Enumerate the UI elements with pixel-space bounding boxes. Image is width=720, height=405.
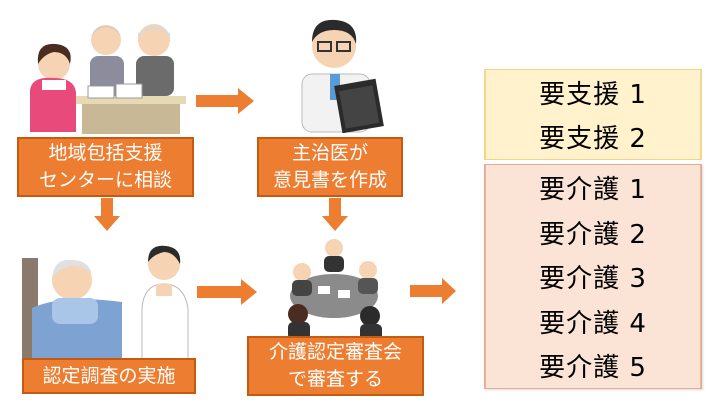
care-level-5: 要介護 5 xyxy=(485,343,701,388)
committee-box: 介護認定審査会 で審査する xyxy=(247,336,424,396)
consult-line2: センターに相談 xyxy=(38,169,172,191)
consult-line1: 地域包括支援 xyxy=(48,142,163,164)
committee-line2: で審査する xyxy=(287,368,383,390)
survey-illustration xyxy=(22,245,189,363)
arrow-right-result xyxy=(410,278,456,304)
survey-box: 認定調査の実施 xyxy=(22,358,196,394)
arrow-down-left xyxy=(94,198,120,231)
survey-line1: 認定調査の実施 xyxy=(42,364,176,387)
care-level-4: 要介護 4 xyxy=(485,299,701,344)
doctor-line2: 意見書を作成 xyxy=(272,169,387,191)
care-level-3: 要介護 3 xyxy=(485,254,701,299)
support-level-1: 要支援 1 xyxy=(485,70,701,115)
arrow-right-top xyxy=(196,88,254,114)
support-level-group xyxy=(484,69,702,160)
doctor-illustration xyxy=(301,19,384,133)
support-level-2: 要支援 2 xyxy=(485,114,701,159)
consultation-illustration xyxy=(30,24,186,134)
consult-box: 地域包括支援 センターに相談 xyxy=(17,137,194,197)
care-level-group xyxy=(484,164,702,389)
committee-illustration xyxy=(288,239,382,342)
committee-line1: 介護認定審査会 xyxy=(268,341,402,363)
arrow-down-right xyxy=(322,198,348,231)
doctor-box: 主治医が 意見書を作成 xyxy=(257,137,403,197)
doctor-line1: 主治医が xyxy=(291,142,368,164)
care-level-2: 要介護 2 xyxy=(485,210,701,255)
care-level-1: 要介護 1 xyxy=(485,165,701,210)
arrow-right-bottom xyxy=(197,279,257,305)
